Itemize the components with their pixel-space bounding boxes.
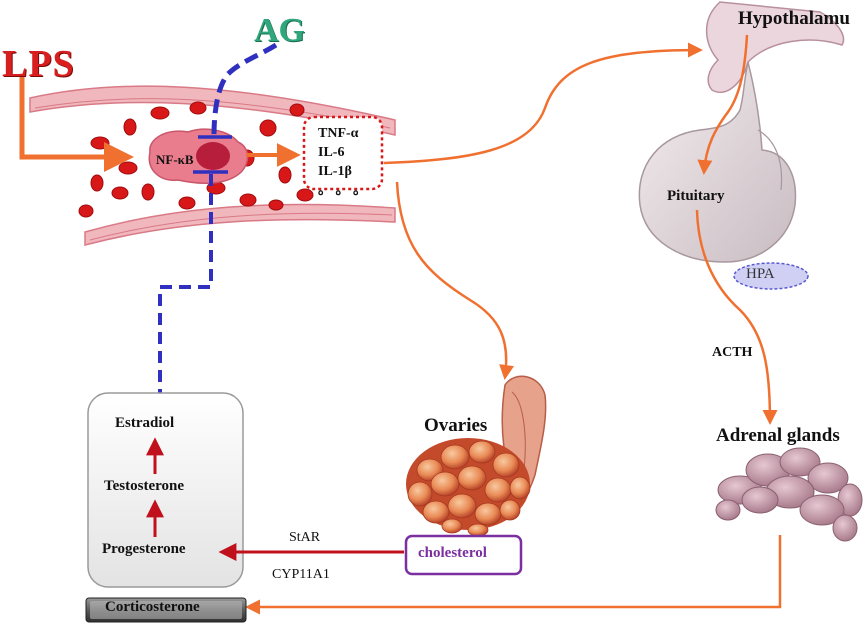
hypothalamus-label: Hypothalamu [738, 8, 850, 29]
cholesterol-box [404, 534, 523, 576]
blood-vessel-icon [29, 85, 396, 246]
cytokine-to-ovaries-arrow [395, 181, 515, 380]
cholesterol-label: cholesterol [418, 545, 487, 561]
hpa-badge [733, 262, 809, 290]
cytokine-item: 。 。 。 [318, 183, 367, 198]
pituitary-to-adrenal-arrow [695, 209, 778, 425]
hypothalamus-to-pituitary-arrow [697, 34, 749, 175]
cyp-label: CYP11A1 [272, 567, 330, 582]
cytokine-list: TNF-α IL-6 IL-1β 。 。 。 [318, 124, 367, 200]
acth-label: ACTH [712, 345, 753, 360]
corticosterone-label: Corticosterone [105, 599, 200, 615]
testosterone-label: Testosterone [104, 478, 184, 494]
hpa-label: HPA [746, 266, 775, 282]
cytokine-box [302, 115, 384, 191]
cytokine-item: IL-1β [318, 164, 352, 179]
adrenal-label: Adrenal glands [716, 425, 840, 446]
cytokine-to-hypothalamus-arrow [383, 42, 703, 165]
estradiol-label: Estradiol [115, 415, 175, 431]
ovaries-label: Ovaries [424, 415, 488, 436]
progesterone-label: Progesterone [102, 541, 186, 557]
ag-label: AG [254, 12, 305, 49]
cytokine-item: IL-6 [318, 145, 345, 160]
hypothalamus-pituitary-icon [638, 1, 845, 263]
lps-label: LPS [2, 43, 75, 85]
estradiol-inhibition-line [158, 174, 213, 393]
pituitary-label: Pituitary [667, 188, 725, 204]
star-label: StAR [289, 530, 321, 545]
ovary-icon [406, 375, 547, 537]
adrenal-gland-icon [715, 447, 863, 542]
steroid-box [87, 392, 244, 588]
lps-arrow [19, 75, 134, 172]
adrenal-to-corticosterone-arrow [245, 535, 782, 615]
nfkb-label: NF-κB [156, 152, 194, 167]
macrophage-icon [148, 128, 249, 184]
cytokine-item: TNF-α [318, 126, 359, 141]
